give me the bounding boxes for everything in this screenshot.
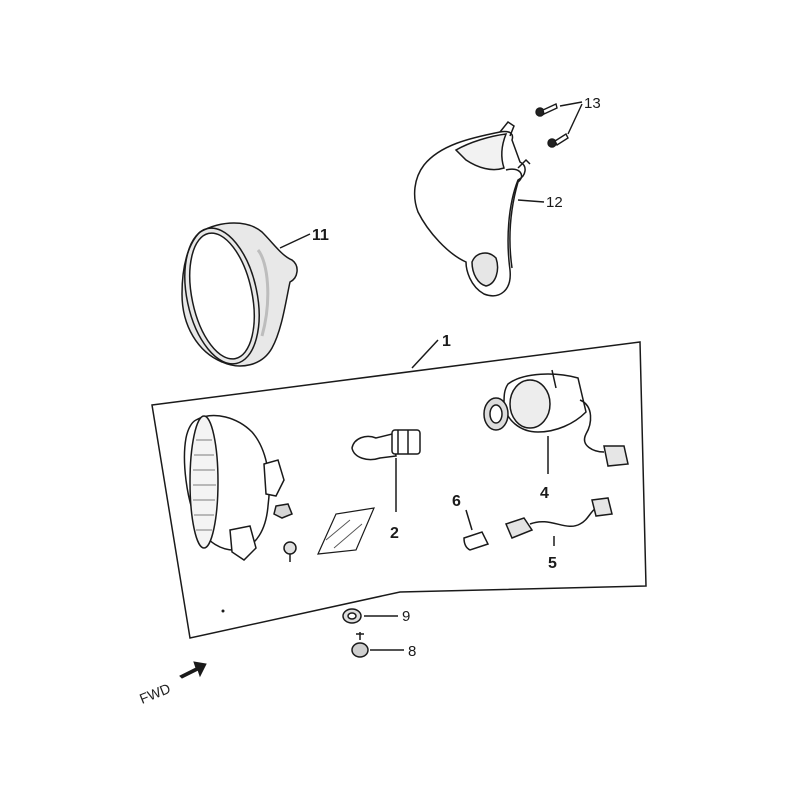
cover-outer-shell bbox=[413, 130, 526, 297]
adjust-screw bbox=[283, 541, 297, 555]
screw-upper bbox=[535, 103, 558, 117]
callout-4: 4 bbox=[540, 485, 549, 502]
position-socket-body bbox=[504, 517, 534, 539]
rim-opening bbox=[189, 232, 255, 360]
bulb-flange bbox=[397, 430, 409, 454]
leader-13-b bbox=[567, 103, 583, 135]
part-6-position-bulb: 6 bbox=[452, 493, 490, 551]
callout-12: 12 bbox=[546, 194, 563, 211]
small-nut bbox=[273, 503, 293, 519]
bolt-head bbox=[351, 642, 369, 658]
harness-cup-opening bbox=[509, 379, 551, 429]
rim-highlight bbox=[256, 249, 270, 337]
bulb-glass bbox=[351, 433, 397, 461]
position-wire bbox=[529, 507, 597, 527]
harness-wire bbox=[579, 399, 605, 453]
callout-1: 1 bbox=[442, 333, 451, 350]
callout-13: 13 bbox=[584, 95, 601, 112]
headlight-socket bbox=[229, 525, 257, 561]
assembly-outline bbox=[151, 341, 647, 639]
leader-11 bbox=[279, 233, 311, 249]
part-11-headlight-rim: 11 bbox=[181, 222, 329, 367]
cover-tab-right bbox=[517, 158, 531, 169]
callout-9: 9 bbox=[402, 608, 410, 625]
headlight-bracket bbox=[263, 459, 285, 497]
part-4-socket-harness: 4 bbox=[483, 369, 629, 502]
bulb-base bbox=[391, 429, 421, 455]
cover-lower-lens bbox=[471, 252, 499, 287]
fwd-label: FWD bbox=[137, 680, 173, 707]
fwd-arrow-icon bbox=[179, 661, 207, 679]
small-bulb bbox=[463, 531, 490, 551]
leader-1 bbox=[411, 339, 439, 369]
part-5-position-socket: 5 bbox=[504, 497, 613, 572]
warning-label-sticker bbox=[317, 507, 375, 555]
rim-inner-edge bbox=[184, 227, 260, 365]
cover-tab-top bbox=[499, 120, 515, 137]
part-8-bolt: 8 bbox=[351, 632, 416, 660]
reference-dot bbox=[221, 609, 225, 613]
leader-12 bbox=[517, 199, 545, 203]
callout-8: 8 bbox=[408, 643, 416, 660]
part-9-washer: 9 bbox=[342, 608, 410, 625]
bolt-shaft bbox=[356, 632, 364, 640]
screw-lower bbox=[547, 132, 569, 148]
headlight-lens bbox=[189, 415, 219, 549]
cover-side-flange bbox=[505, 168, 523, 269]
lens-ribs bbox=[193, 439, 216, 531]
cover-inner-rim bbox=[454, 133, 508, 171]
harness-connector bbox=[603, 445, 629, 467]
leader-13-a bbox=[559, 101, 583, 107]
harness-post bbox=[551, 369, 557, 389]
part-1-assembly: 1 bbox=[151, 333, 647, 639]
position-connector bbox=[591, 497, 613, 517]
callout-5: 5 bbox=[548, 555, 557, 572]
callout-11: 11 bbox=[312, 227, 329, 244]
part-12-headlight-cover: 12 bbox=[413, 120, 563, 297]
callout-2: 2 bbox=[390, 525, 399, 542]
leader-6 bbox=[465, 509, 473, 531]
part-13-screws: 13 bbox=[535, 95, 601, 148]
part-2-headlight-bulb: 2 bbox=[351, 429, 421, 542]
headlight-unit bbox=[183, 414, 297, 562]
forward-direction-indicator: FWD bbox=[137, 661, 207, 707]
washer-hole bbox=[347, 612, 357, 620]
callout-6: 6 bbox=[452, 493, 461, 510]
reflector-ring-inner bbox=[489, 404, 503, 424]
